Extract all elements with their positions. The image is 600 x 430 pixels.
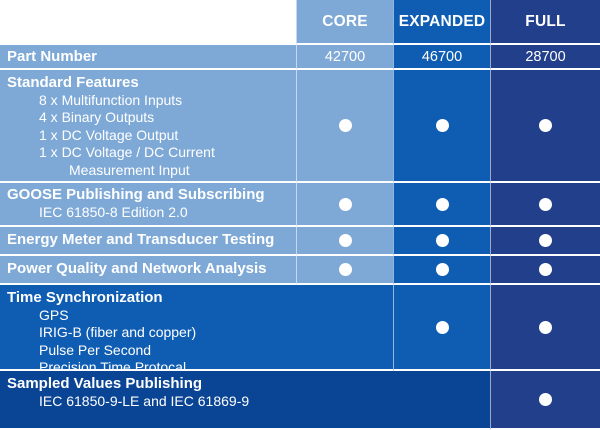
core-cell <box>296 183 393 227</box>
feature-subitem: Pulse Per Second <box>39 341 152 358</box>
included-dot-icon <box>338 119 352 132</box>
feature-title: Sampled Values Publishing <box>7 375 203 392</box>
column-header-core: CORE <box>296 0 393 45</box>
full-cell <box>490 256 600 285</box>
feature-row-label: Power Quality and Network Analysis <box>0 256 296 285</box>
full-cell <box>490 70 600 183</box>
header-blank-cell <box>0 0 296 45</box>
included-dot-icon <box>338 234 352 247</box>
core-cell <box>296 256 393 285</box>
included-dot-icon <box>539 119 552 132</box>
included-dot-icon <box>539 320 552 334</box>
expanded-cell <box>393 285 490 371</box>
part-number-expanded: 46700 <box>393 45 490 70</box>
included-dot-icon <box>338 263 352 276</box>
feature-title: Power Quality and Network Analysis <box>7 260 267 277</box>
expanded-cell <box>393 183 490 227</box>
core-cell <box>296 371 393 430</box>
feature-title: Energy Meter and Transducer Testing <box>7 231 275 248</box>
feature-row-label: Energy Meter and Transducer Testing <box>0 227 296 256</box>
feature-subitem: 1 x DC Voltage Output <box>39 126 179 143</box>
feature-row-label: GOOSE Publishing and Subscribing IEC 618… <box>0 183 296 227</box>
feature-subitem: 4 x Binary Outputs <box>39 109 155 125</box>
core-cell <box>296 70 393 183</box>
feature-row-label: Time Synchronization GPS IRIG-B (fiber a… <box>0 285 296 375</box>
feature-row-label: Sampled Values Publishing IEC 61850-9-LE… <box>0 371 296 430</box>
included-dot-icon <box>539 197 552 211</box>
feature-subitem: IRIG-B (fiber and copper) <box>39 324 197 340</box>
expanded-cell <box>393 371 490 430</box>
feature-title: Time Synchronization <box>7 289 163 306</box>
part-number-label: Part Number <box>7 48 98 65</box>
included-dot-icon <box>435 320 449 334</box>
feature-subitem: Measurement Input <box>69 161 190 178</box>
core-cell <box>296 285 393 371</box>
included-dot-icon <box>539 234 552 247</box>
included-dot-icon <box>435 263 449 276</box>
column-header-full: FULL <box>490 0 600 45</box>
full-cell <box>490 183 600 227</box>
column-header-expanded: EXPANDED <box>393 0 490 45</box>
full-cell <box>490 285 600 371</box>
part-number-core: 42700 <box>296 45 393 70</box>
included-dot-icon <box>539 393 552 406</box>
expanded-cell <box>393 227 490 256</box>
feature-title: GOOSE Publishing and Subscribing <box>7 186 265 203</box>
included-dot-icon <box>435 234 449 247</box>
included-dot-icon <box>435 197 449 211</box>
expanded-cell <box>393 70 490 183</box>
feature-subitem: GPS <box>39 306 69 323</box>
feature-row-label: Standard Features 8 x Multifunction Inpu… <box>0 70 296 183</box>
feature-subitem: IEC 61850-9-LE and IEC 61869-9 <box>39 392 250 409</box>
feature-subitem: 1 x DC Voltage / DC Current <box>39 144 215 160</box>
included-dot-icon <box>338 197 352 211</box>
full-cell <box>490 371 600 430</box>
included-dot-icon <box>435 119 449 132</box>
feature-subitem: IEC 61850-8 Edition 2.0 <box>39 203 188 220</box>
core-cell <box>296 227 393 256</box>
full-cell <box>490 227 600 256</box>
expanded-cell <box>393 256 490 285</box>
part-number-full: 28700 <box>490 45 600 70</box>
included-dot-icon <box>539 263 552 276</box>
part-number-label-cell: Part Number <box>0 45 296 70</box>
feature-subitem: 8 x Multifunction Inputs <box>39 91 183 108</box>
feature-title: Standard Features <box>7 74 139 91</box>
